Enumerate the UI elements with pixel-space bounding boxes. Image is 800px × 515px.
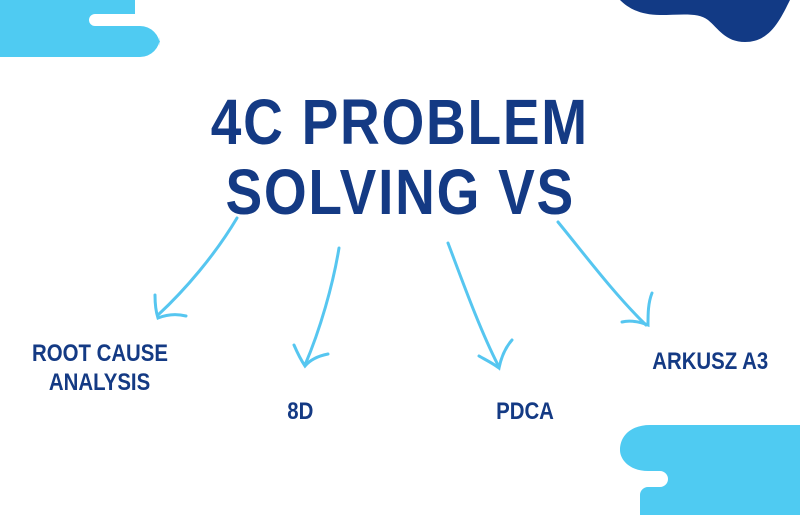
- arrow-arkusz: [556, 220, 654, 328]
- branch-arkusz-a3: ARKUSZ A3: [651, 348, 768, 375]
- arrow-pdca: [446, 241, 514, 371]
- title-line-1: 4C PROBLEM: [210, 86, 590, 158]
- title-line-2: SOLVING VS: [225, 156, 575, 228]
- arrow-root-cause: [153, 216, 239, 320]
- decorative-blob-top-left: [0, 0, 160, 57]
- branch-8d: 8D: [286, 398, 314, 425]
- decorative-blob-bottom-right: [620, 425, 800, 515]
- arrow-8d: [292, 246, 341, 369]
- branch-pdca: PDCA: [496, 398, 554, 425]
- decorative-blob-top-right: [620, 0, 790, 42]
